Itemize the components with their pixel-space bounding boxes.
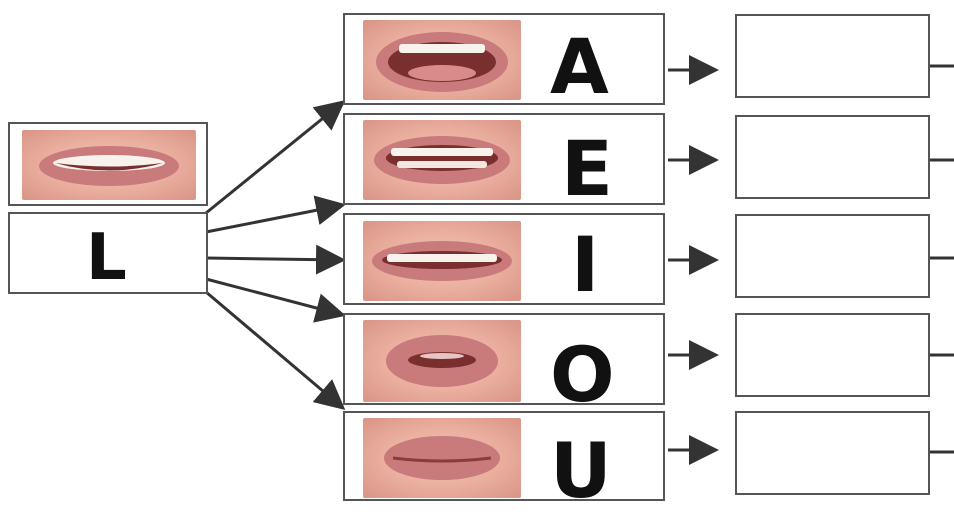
source-mouth-image — [22, 130, 196, 200]
connector-l-to-a — [206, 102, 343, 213]
mouth-image-u — [363, 418, 521, 498]
mouth-image-o — [363, 320, 521, 402]
answer-box-a[interactable] — [735, 14, 930, 98]
mouth-image-e — [363, 120, 521, 200]
vowel-card-o: O — [343, 313, 665, 405]
vowel-card-u: U — [343, 411, 665, 501]
answer-box-u[interactable] — [735, 411, 930, 495]
vowel-card-a: A — [343, 13, 665, 105]
answer-box-e[interactable] — [735, 115, 930, 199]
vowel-card-e: E — [343, 113, 665, 205]
vowel-letter-o: O — [550, 337, 613, 413]
vowel-letter-a: A — [550, 29, 607, 105]
vowel-letter-u: U — [550, 433, 610, 509]
vowel-letter-e: E — [561, 131, 611, 207]
source-letter-box: L — [8, 212, 208, 294]
source-letter: L — [86, 226, 125, 290]
vowel-letter-i: I — [571, 227, 597, 303]
connector-l-to-e — [206, 205, 343, 232]
answer-box-o[interactable] — [735, 313, 930, 397]
answer-box-i[interactable] — [735, 214, 930, 298]
mouth-image-i — [363, 221, 521, 301]
source-mouth-box — [8, 122, 208, 206]
mouth-image-a — [363, 20, 521, 100]
vowel-card-i: I — [343, 213, 665, 305]
connector-l-to-i — [206, 258, 343, 260]
